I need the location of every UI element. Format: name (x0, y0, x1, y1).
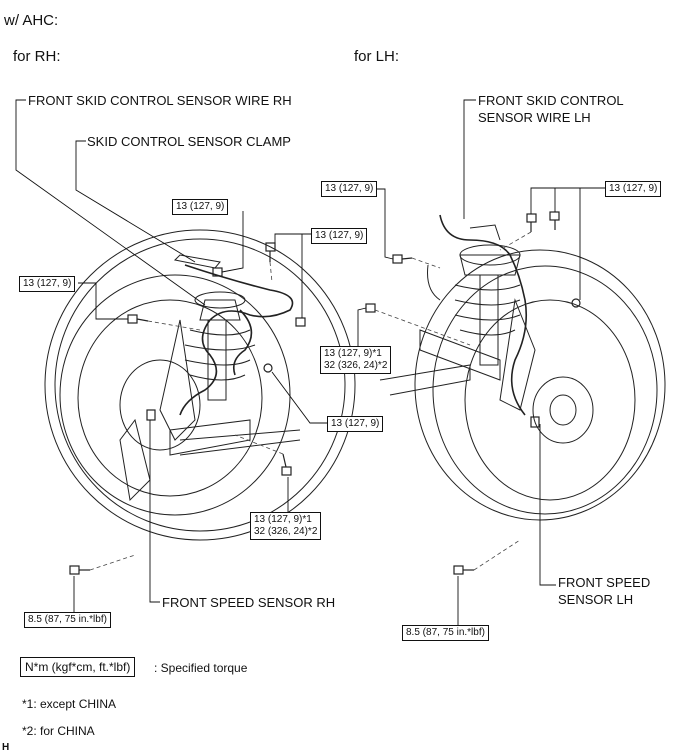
lh-strut-assembly (379, 244, 536, 411)
callout-lh-speed-sensor-line1: FRONT SPEED (558, 575, 651, 590)
rh-strut-assembly (119, 291, 301, 502)
callout-lh-sensor-wire-line1: FRONT SKID CONTROL (478, 93, 624, 108)
section-label-lh: for LH: (354, 48, 400, 65)
callout-sensor-clamp: SKID CONTROL SENSOR CLAMP (87, 134, 291, 149)
section-label-rh: for RH: (13, 48, 61, 65)
torque-box-lh-left: 13 (127, 9) (321, 181, 378, 197)
torque-box-rh-upper: 13 (127, 9) (311, 228, 368, 244)
legend-unit-description: : Specified torque (154, 661, 248, 675)
torque-box-rh-clamp: 13 (127, 9) (172, 199, 229, 215)
rh-tire (44, 229, 356, 541)
torque-box-lh-right: 13 (127, 9) (605, 181, 662, 197)
page-title: w/ AHC: (4, 12, 59, 29)
callout-lh-speed-sensor-line2: SENSOR LH (558, 592, 634, 607)
legend-note-2: *2: for CHINA (22, 724, 95, 738)
rh-sensor-wire (179, 264, 294, 416)
callout-rh-speed-sensor: FRONT SPEED SENSOR RH (162, 595, 336, 610)
torque-box-lh-mid: 13 (127, 9)*1 32 (326, 24)*2 (320, 346, 392, 374)
torque-box-rh-bracket: 8.5 (87, 75 in.*lbf) (24, 612, 111, 628)
corner-mark: H (2, 742, 10, 753)
lh-sensor-wire (439, 214, 528, 416)
dashed-guides (89, 231, 532, 571)
torque-box-rh-lower: 13 (127, 9)*1 32 (326, 24)*2 (250, 512, 322, 540)
torque-box-lh-bracket: 8.5 (87, 75 in.*lbf) (402, 625, 489, 641)
torque-lh-mid-line2: 32 (326, 24)*2 (324, 360, 388, 371)
callout-rh-sensor-wire: FRONT SKID CONTROL SENSOR WIRE RH (28, 93, 292, 108)
torque-box-rh-left: 13 (127, 9) (19, 276, 76, 292)
torque-rh-lower-line2: 32 (326, 24)*2 (254, 526, 318, 537)
torque-rh-lower-line1: 13 (127, 9)*1 (254, 514, 312, 525)
torque-lh-mid-line1: 13 (127, 9)*1 (324, 348, 382, 359)
lh-tire (414, 249, 666, 521)
torque-box-rh-mid: 13 (127, 9) (327, 416, 384, 432)
callout-lh-sensor-wire-line2: SENSOR WIRE LH (478, 110, 591, 125)
legend-unit-box: N*m (kgf*cm, ft.*lbf) (20, 657, 136, 677)
leader-lines (15, 99, 605, 625)
legend-note-1: *1: except CHINA (22, 697, 117, 711)
